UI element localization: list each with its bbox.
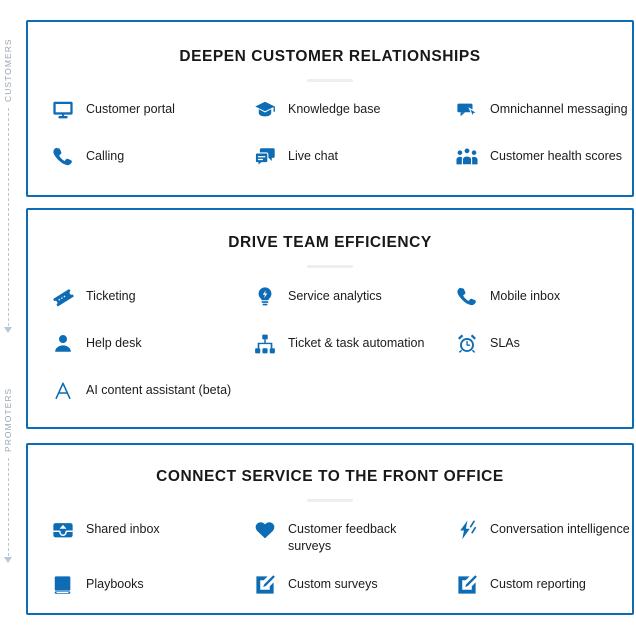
heart-icon [252, 517, 278, 543]
feature-label: Live chat [288, 148, 339, 163]
person-icon [50, 331, 76, 357]
feature-item[interactable]: SLAs [454, 331, 636, 361]
feature-item[interactable]: Customer feedback surveys [252, 517, 454, 555]
feature-item[interactable]: Ticketing [50, 284, 252, 314]
double-bolt-icon [454, 517, 480, 543]
feature-item[interactable]: Service analytics [252, 284, 454, 314]
card-title: CONNECT SERVICE TO THE FRONT OFFICE [156, 468, 504, 485]
feature-item[interactable]: Playbooks [50, 572, 252, 602]
feature-label: Service analytics [288, 288, 382, 303]
feature-label: Help desk [86, 335, 142, 350]
journey-rail: CUSTOMERS PROMOTERS [0, 0, 26, 636]
feature-item[interactable]: Knowledge base [252, 97, 454, 127]
letter-a-icon [50, 378, 76, 404]
feature-label: Playbooks [86, 576, 144, 591]
feature-label: Knowledge base [288, 101, 381, 116]
lightbulb-bolt-icon [252, 284, 278, 310]
feature-label: Calling [86, 148, 125, 163]
book-icon [50, 572, 76, 598]
feature-label: Custom reporting [490, 576, 586, 591]
card-title: DRIVE TEAM EFFICIENCY [228, 234, 432, 251]
card-drive-team-efficiency: DRIVE TEAM EFFICIENCY Ticketing Service a… [26, 208, 634, 429]
chat-cursor-icon [454, 97, 480, 123]
rail-dashed-line-top [8, 108, 9, 326]
feature-grid: Customer portal Knowledge base Omnichannel… [28, 97, 632, 174]
feature-item[interactable]: Mobile inbox [454, 284, 636, 314]
feature-label: Custom surveys [288, 576, 378, 591]
feature-item[interactable]: Customer health scores [454, 144, 636, 174]
feature-item[interactable]: Shared inbox [50, 517, 252, 555]
card-connect-service-to-front-office: CONNECT SERVICE TO THE FRONT OFFICE Shar… [26, 443, 634, 615]
graduation-cap-icon [252, 97, 278, 123]
rail-arrow-bottom [4, 557, 12, 563]
phone-icon [50, 144, 76, 170]
feature-label: Customer health scores [490, 148, 623, 163]
people-group-icon [454, 144, 480, 170]
feature-item[interactable]: Live chat [252, 144, 454, 174]
rail-label-customers: CUSTOMERS [3, 38, 13, 102]
sitemap-icon [252, 331, 278, 357]
pencil-square-icon [454, 572, 480, 598]
chat-bubbles-icon [252, 144, 278, 170]
feature-item[interactable]: Calling [50, 144, 252, 174]
rail-label-promoters: PROMOTERS [3, 387, 13, 452]
monitor-icon [50, 97, 76, 123]
feature-label: Ticketing [86, 288, 136, 303]
feature-item[interactable]: Customer portal [50, 97, 252, 127]
rail-dashed-line-bottom [8, 458, 9, 556]
inbox-tray-icon [50, 517, 76, 543]
feature-item[interactable]: Custom surveys [252, 572, 454, 602]
feature-label: Conversation intelligence [490, 521, 630, 536]
feature-item[interactable]: AI content assistant (beta) [50, 378, 252, 408]
feature-label: Customer portal [86, 101, 175, 116]
feature-label: Customer feedback surveys [288, 521, 397, 553]
feature-label: Shared inbox [86, 521, 160, 536]
pencil-square-icon [252, 572, 278, 598]
feature-label: Ticket & task automation [288, 335, 425, 350]
feature-grid: Shared inbox Customer feedback surveys Con… [28, 517, 632, 602]
feature-label: Mobile inbox [490, 288, 561, 303]
feature-label: AI content assistant (beta) [86, 382, 232, 397]
feature-item[interactable]: Omnichannel messaging [454, 97, 636, 127]
feature-label: Omnichannel messaging [490, 101, 628, 116]
phone-icon [454, 284, 480, 310]
card-deepen-customer-relationships: DEEPEN CUSTOMER RELATIONSHIPS Customer p… [26, 20, 634, 197]
feature-item[interactable]: Conversation intelligence [454, 517, 636, 555]
title-divider [307, 78, 353, 82]
feature-label: SLAs [490, 335, 520, 350]
title-divider [307, 498, 353, 502]
title-divider [307, 264, 353, 268]
alarm-clock-icon [454, 331, 480, 357]
ticket-icon [50, 284, 76, 310]
feature-item[interactable]: Ticket & task automation [252, 331, 454, 361]
feature-item[interactable]: Custom reporting [454, 572, 636, 602]
rail-arrow-top [4, 327, 12, 333]
feature-item[interactable]: Help desk [50, 331, 252, 361]
card-title: DEEPEN CUSTOMER RELATIONSHIPS [179, 48, 481, 65]
